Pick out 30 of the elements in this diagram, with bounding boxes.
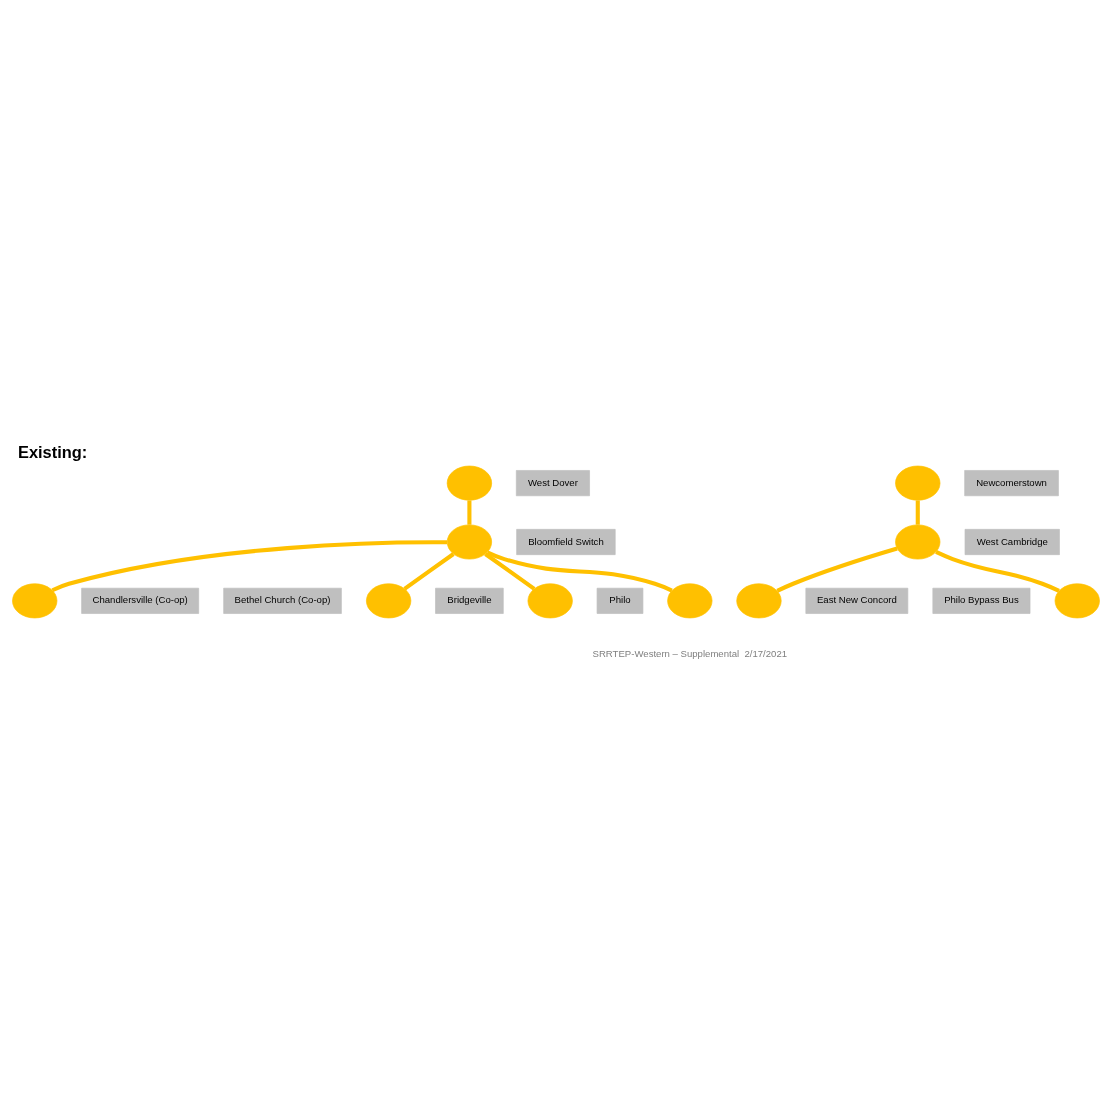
- caption: SRRTEP-Western – Supplemental 2/17/2021: [592, 647, 788, 659]
- diagram-title: Existing:: [17, 442, 88, 461]
- connector: [484, 551, 536, 590]
- connector: [486, 549, 673, 592]
- node-circle: [667, 582, 713, 618]
- node-box: Philo: [596, 587, 644, 614]
- connector: [915, 499, 920, 525]
- node-box: Chandlersville (Co-op): [81, 587, 199, 614]
- node-circle: [446, 465, 492, 501]
- node-circle: [527, 582, 573, 618]
- node-circle: [895, 465, 941, 501]
- connector: [776, 546, 898, 593]
- node-circle: [895, 524, 941, 559]
- node-circle: [446, 524, 492, 559]
- connector: [51, 539, 447, 592]
- node-box: Bridgeville: [435, 587, 504, 614]
- node-box: West Cambridge: [964, 528, 1060, 555]
- connector: [935, 549, 1060, 593]
- node-circle: [12, 582, 58, 618]
- node-circle: [736, 582, 782, 618]
- node-box: West Dover: [515, 469, 590, 496]
- connector: [403, 551, 455, 590]
- node-circle: [366, 582, 412, 618]
- node-box: Bloomfield Switch: [516, 528, 616, 555]
- node-box: Philo Bypass Bus: [932, 587, 1031, 614]
- connector: [467, 499, 472, 525]
- node-box: Bethel Church (Co-op): [223, 587, 342, 614]
- node-box: Newcomerstown: [964, 469, 1059, 496]
- node-circle: [1054, 582, 1100, 618]
- node-box: East New Concord: [805, 587, 909, 614]
